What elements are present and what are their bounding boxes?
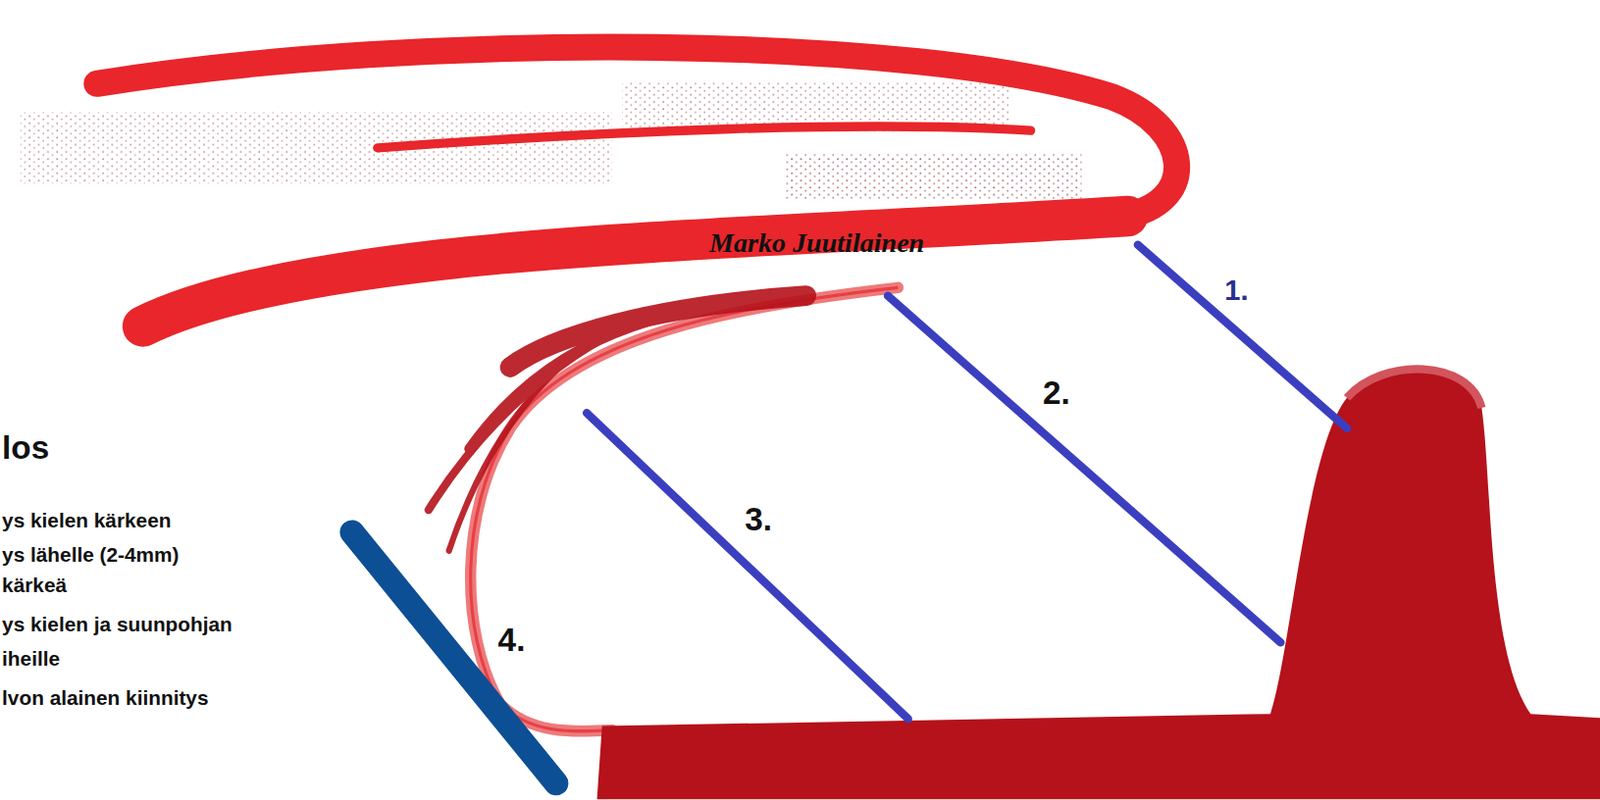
legend-line: lvon alainen kiinnitys — [1, 685, 208, 711]
attachment-lines — [586, 245, 1347, 721]
tongue-upper — [97, 47, 1178, 216]
frenulum-edge — [1346, 368, 1482, 409]
callout-number: 4. — [498, 619, 526, 660]
mouth-floor — [597, 368, 1600, 800]
legend-line: kärkeä — [1, 573, 67, 599]
callout-number: 3. — [744, 500, 773, 540]
signature: Marko Juutilainen — [709, 226, 925, 260]
stipple — [20, 111, 613, 184]
tongue-groove — [377, 126, 1032, 149]
heading: los — [1, 428, 50, 468]
stipple — [785, 153, 1083, 200]
submucosal-line — [352, 532, 557, 784]
callout-number: 2. — [1042, 373, 1071, 413]
legend-line: ys lähelle (2-4mm) — [1, 542, 179, 568]
muscle-streaks — [428, 296, 807, 552]
callout-number: 1. — [1224, 273, 1248, 309]
legend-line: iheille — [1, 646, 60, 671]
legend-line: ys kielen kärkeen — [1, 508, 171, 533]
legend-line: ys kielen ja suunpohjan — [1, 612, 233, 637]
